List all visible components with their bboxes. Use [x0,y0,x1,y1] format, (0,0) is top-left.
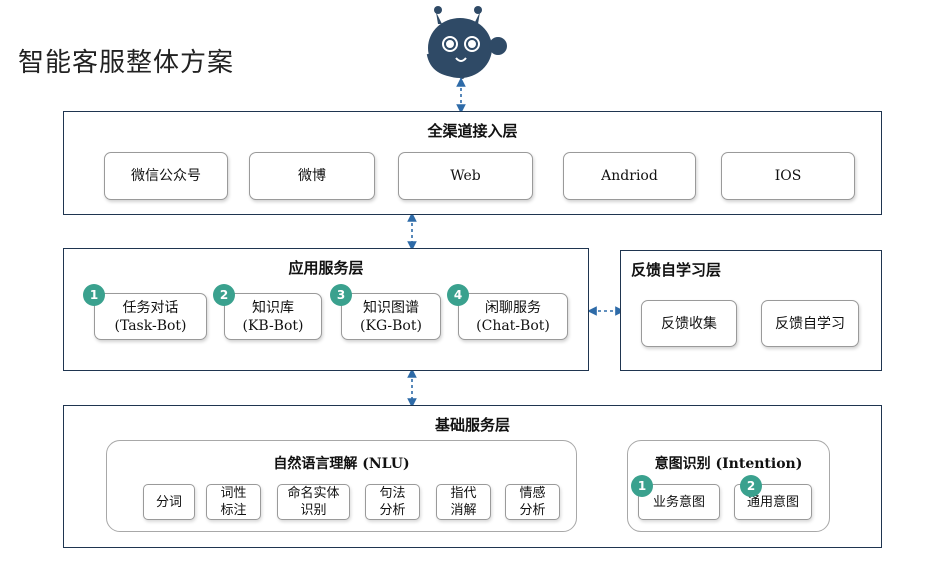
nlu-item-line: 命名实体 [287,486,340,501]
number-badge: 1 [631,475,653,497]
channel-web: Web [398,152,533,200]
number-badge: 2 [213,284,235,306]
nlu-item-line: 指代 [450,486,477,501]
channel-weibo: 微博 [249,152,375,200]
service-kb-bot: 知识库 (KB-Bot) [224,293,322,340]
base-layer: 基础服务层 自然语言理解 (NLU) 分词 词性 标注 命名实体 识别 句法 分… [63,405,882,548]
service-sub: (Chat-Bot) [476,317,550,334]
number-badge: 1 [83,284,105,306]
service-name: 知识图谱 [363,299,419,316]
service-name: 知识库 [252,299,294,316]
nlu-item-line: 标注 [220,503,247,518]
access-layer-title: 全渠道接入层 [427,122,518,140]
service-kg-bot: 知识图谱 (KG-Bot) [341,293,441,340]
service-sub: (Task-Bot) [114,317,187,334]
nlu-item-line: 词性 [220,486,247,501]
feedback-self-learn: 反馈自学习 [761,300,859,347]
intention-title: 意图识别 (Intention) [654,456,803,472]
nlu-item-line: 消解 [450,503,477,518]
nlu-ner: 命名实体 识别 [277,484,350,520]
nlu-item-line: 分词 [155,494,182,510]
nlu-item-line: 分析 [379,503,406,518]
service-chat-bot: 闲聊服务 (Chat-Bot) [458,293,568,340]
nlu-sentiment: 情感 分析 [505,484,560,520]
intent-label: 通用意图 [746,494,799,510]
nlu-item-line: 情感 [519,486,546,501]
nlu-segmentation: 分词 [143,484,195,520]
nlu-item-line: 识别 [300,503,327,518]
access-layer: 全渠道接入层 微信公众号 微博 Web Andriod IOS [63,111,882,215]
channel-android: Andriod [563,152,696,200]
service-name: 任务对话 [122,299,179,316]
base-layer-title: 基础服务层 [434,416,510,434]
intent-label: 业务意图 [652,494,705,510]
intent-business: 业务意图 [638,484,720,520]
nlu-coreference: 指代 消解 [436,484,491,520]
service-name: 闲聊服务 [485,299,541,316]
nlu-item-line: 句法 [379,486,406,501]
feedback-collect: 反馈收集 [641,300,737,347]
service-sub: (KG-Bot) [360,317,422,334]
service-task-bot: 任务对话 (Task-Bot) [94,293,207,340]
feedback-layer: 反馈自学习层 反馈收集 反馈自学习 [620,250,882,371]
number-badge: 3 [330,284,352,306]
intention-group: 意图识别 (Intention) 业务意图 1 通用意图 2 [627,440,830,532]
number-badge: 2 [740,475,762,497]
service-layer-title: 应用服务层 [288,259,364,277]
number-badge: 4 [447,284,469,306]
nlu-syntax-parsing: 句法 分析 [365,484,420,520]
nlu-group: 自然语言理解 (NLU) 分词 词性 标注 命名实体 识别 句法 分析 指代 消… [106,440,577,532]
feedback-layer-title: 反馈自学习层 [631,261,722,279]
nlu-item-line: 分析 [519,503,546,518]
channel-ios: IOS [721,152,855,200]
nlu-pos-tagging: 词性 标注 [206,484,261,520]
page-title: 智能客服整体方案 [18,48,235,78]
service-layer: 应用服务层 任务对话 (Task-Bot) 1 知识库 (KB-Bot) 2 知… [63,248,589,371]
nlu-title: 自然语言理解 (NLU) [273,456,410,472]
channel-wechat: 微信公众号 [104,152,228,200]
service-sub: (KB-Bot) [242,317,304,334]
robot-mascot-icon [420,4,520,84]
